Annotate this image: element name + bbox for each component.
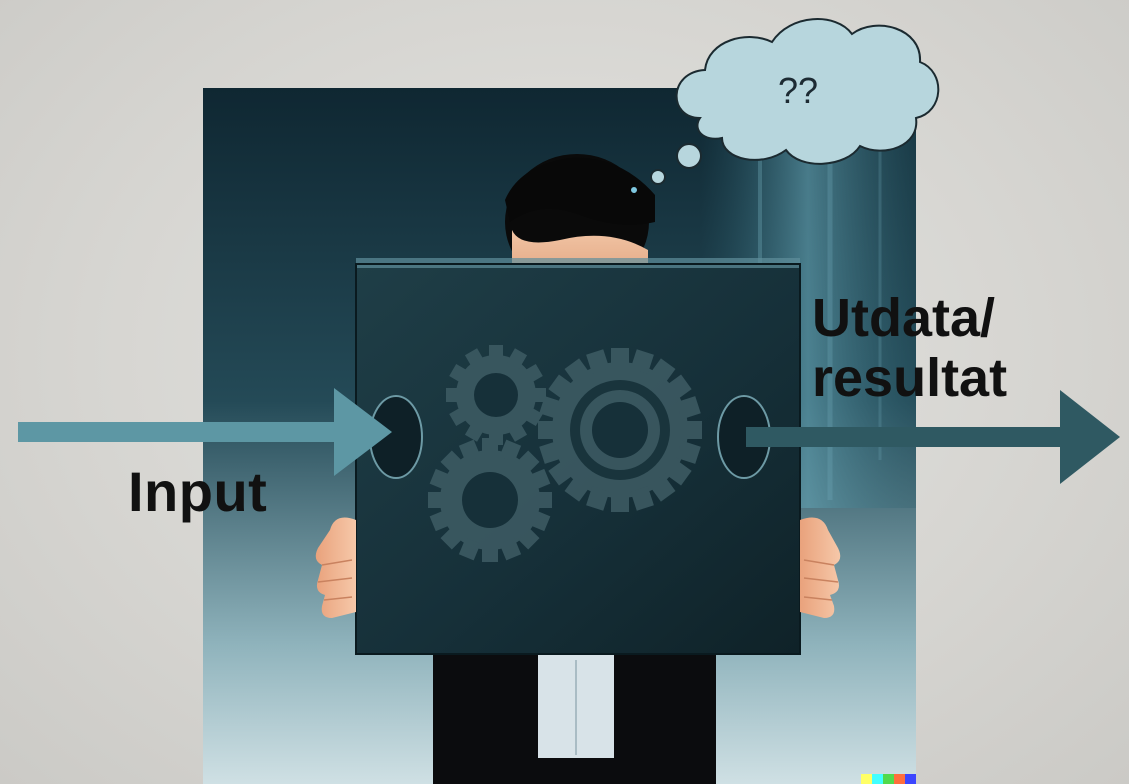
output-arrow-icon	[746, 390, 1120, 484]
output-label: Utdata/ resultat	[812, 288, 1007, 408]
thought-bubble-icon	[650, 18, 940, 185]
gear-icon	[402, 315, 735, 588]
output-label-line1: Utdata/	[812, 288, 996, 348]
input-label: Input	[128, 460, 268, 523]
thought-bubble-text: ??	[777, 70, 819, 111]
input-arrow-icon	[18, 388, 392, 476]
left-hand	[315, 517, 356, 618]
right-hand	[800, 517, 841, 618]
person-icon	[433, 154, 716, 784]
output-label-line2: resultat	[812, 348, 1008, 408]
dalle-watermark-icon	[861, 774, 916, 784]
